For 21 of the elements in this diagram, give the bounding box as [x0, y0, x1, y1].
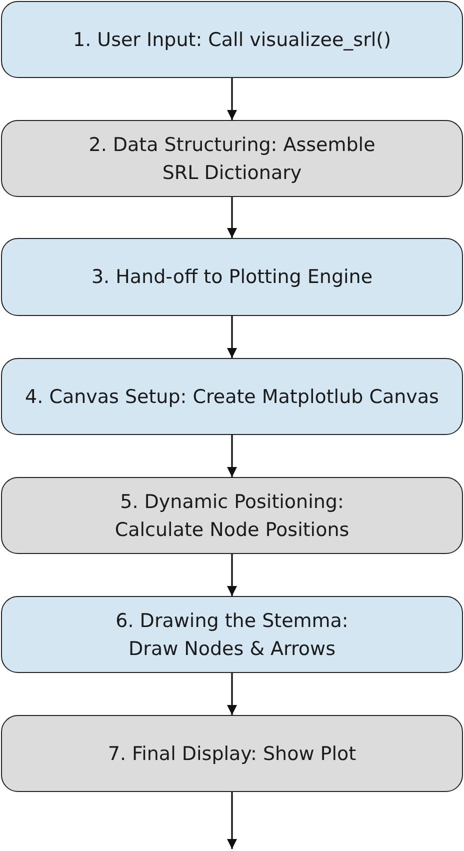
arrow [227, 78, 237, 120]
step-text: 3. Hand-off to Plotting Engine [90, 265, 374, 290]
step-text: 7. Final Display: Show Plot [106, 742, 358, 766]
step-text: 6. Drawing the Stemma: Draw Nodes & Arrows [114, 608, 350, 662]
arrow [227, 673, 237, 715]
step-text: 4. Canvas Setup: Create Matplotlub Canvas [24, 384, 440, 410]
process-box [1, 120, 463, 197]
process-box [1, 596, 463, 673]
process-box [1, 715, 463, 792]
arrow [227, 316, 237, 358]
step-text: 2. Data Structuring: Assemble SRL Dictionary [88, 132, 376, 186]
process-box [1, 477, 463, 554]
step-text: 1. User Input: Call visualizee_srl() [72, 28, 392, 52]
step-text: 5. Dynamic Positioning: Calculate Node Positions [114, 490, 350, 542]
arrow [227, 554, 237, 596]
process-box [1, 358, 463, 435]
arrow [227, 792, 237, 849]
process-box [1, 238, 463, 316]
arrow [227, 197, 237, 238]
process-box [1, 1, 463, 78]
arrow [227, 435, 237, 477]
